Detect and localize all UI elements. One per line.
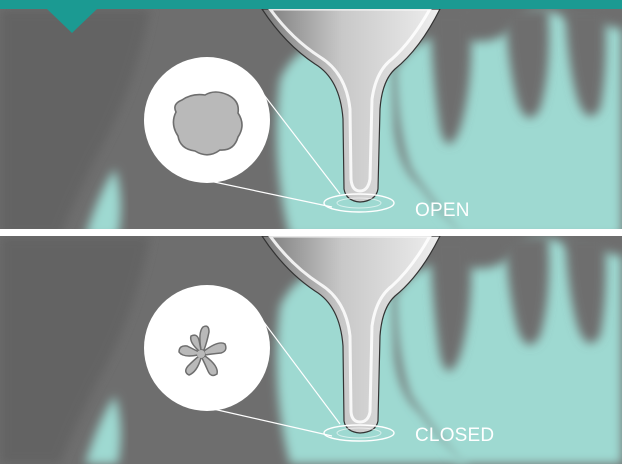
- closed-illustration: [0, 236, 622, 464]
- open-label: OPEN: [415, 200, 470, 222]
- open-illustration: [0, 9, 622, 237]
- header-bar: [0, 0, 622, 9]
- panel-closed: CLOSED: [0, 236, 622, 464]
- open-shape-icon: [173, 92, 242, 155]
- panel-divider: [0, 229, 622, 236]
- closed-label: CLOSED: [415, 425, 494, 447]
- panel-open: OPEN: [0, 9, 622, 237]
